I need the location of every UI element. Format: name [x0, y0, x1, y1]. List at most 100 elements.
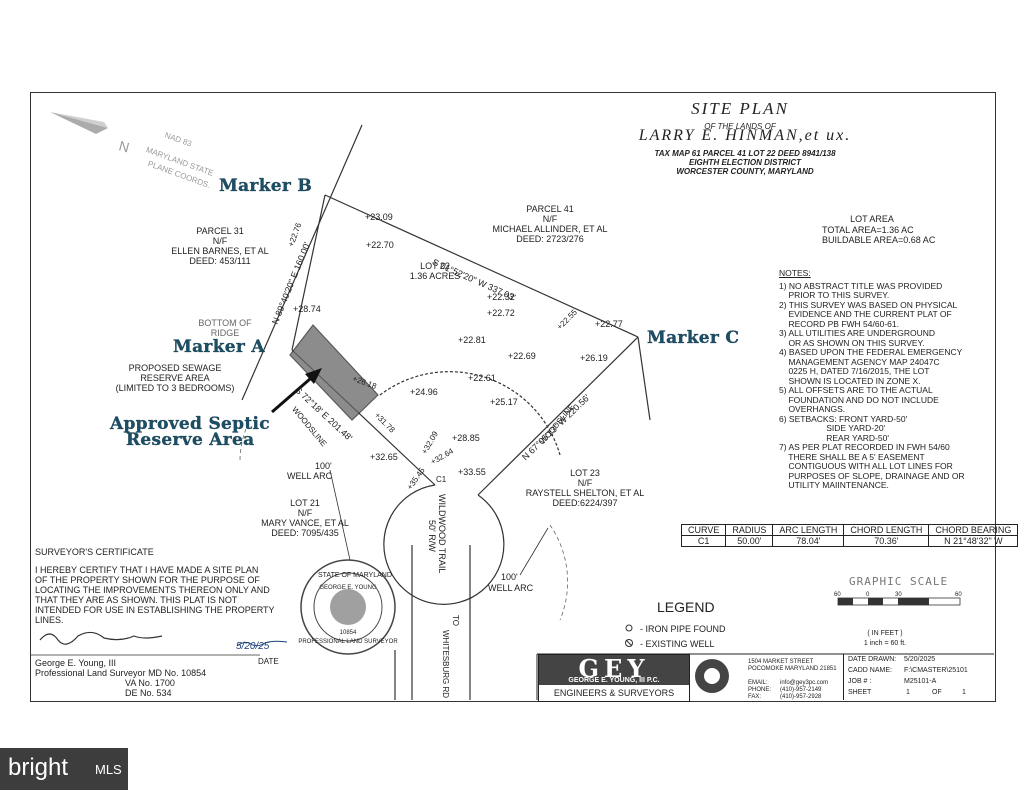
graphic-scale-title: GRAPHIC SCALE [849, 575, 949, 588]
tax-map-line: TAX MAP 61 PARCEL 41 LOT 22 DEED 8941/13… [654, 149, 836, 158]
note-line: SHOWN IS LOCATED IN ZONE X. [779, 375, 921, 386]
legend-well: - EXISTING WELL [640, 639, 715, 649]
elevation: +22.81 [458, 335, 486, 345]
parcel-31-owner: ELLEN BARNES, ET AL [171, 246, 269, 256]
notes-block: NOTES: 1) NO ABSTRACT TITLE WAS PROVIDED… [779, 268, 965, 491]
lot-area-heading: LOT AREA [850, 214, 894, 224]
notes-heading: NOTES: [779, 268, 811, 278]
ridge-label-1: BOTTOM OF [198, 318, 252, 328]
scale-tick: 60 [955, 592, 962, 598]
job-label: JOB # : [848, 678, 872, 685]
note-line: MANAGEMENT AGENCY MAP 24047C [779, 356, 940, 367]
plan-title: SITE PLAN [691, 99, 789, 118]
lot-21-nf: N/F [297, 508, 313, 518]
sewage-label: PROPOSED SEWAGE RESERVE AREA (LIMITED TO… [105, 363, 245, 393]
cul-de-sac-curve [383, 484, 505, 605]
lot-23-deed: DEED:6224/397 [552, 498, 618, 508]
elevation: +23.09 [365, 212, 393, 222]
certificate-line: LOCATING THE IMPROVEMENTS THEREON ONLY A… [35, 585, 270, 595]
seal-bottom-text: PROFESSIONAL LAND SURVEYOR [298, 639, 398, 645]
surveyor-signature [39, 631, 163, 645]
company-emblem-icon [692, 656, 732, 696]
curve-cell: C1 [680, 535, 727, 547]
elevation: +32.65 [370, 452, 398, 462]
seal-number-text: 10854 [339, 630, 357, 636]
note-line: UTILITY MAIINTENANCE. [779, 480, 889, 490]
note-line: OR AS SHOWN ON THIS SURVEY. [779, 337, 925, 348]
well-arc-label-east: WELL ARC [488, 583, 534, 593]
septic-label-1: Approved Septic [110, 414, 270, 434]
curve-header-cell: ARC LENGTH [772, 524, 845, 536]
well-icon [625, 639, 633, 647]
curve-cell: 78.04' [772, 535, 845, 547]
sheet-label: SHEET [848, 689, 872, 696]
sheet-info-block: DATE DRAWN: 5/20/2025 CADD NAME: F:\CMAS… [843, 654, 994, 700]
lot-21-deed: DEED: 7095/435 [271, 528, 339, 538]
certificate-line: THAT THEY ARE AS SHOWN. THIS PLAT IS NOT [35, 595, 238, 605]
certificate-line: I HEREBY CERTIFY THAT I HAVE MADE A SITE… [35, 565, 259, 575]
sewage-label-2: RESERVE AREA [140, 373, 210, 383]
scale-ratio: 1 inch = 60 ft. [863, 640, 907, 647]
graphic-scale-bar [837, 597, 961, 606]
lot-area-buildable: BUILDABLE AREA=0.68 AC [822, 235, 936, 245]
surveyor-title: Professional Land Surveyor MD No. 10854 [35, 668, 207, 678]
company-logo-block: GEY GEORGE E. YOUNG, III P.C. ENGINEERS … [538, 654, 690, 702]
curve-cell: N 21°48'32" W [928, 535, 1019, 547]
to-road-label: TO [451, 615, 460, 626]
note-line: REAR YARD-50' [779, 432, 889, 443]
owner-name: LARRY E. HINMAN,et ux. [638, 127, 852, 144]
curve-header-cell: RADIUS [725, 524, 774, 536]
company-fax: (410)-957-2928 [780, 694, 822, 700]
curve-header-cell: CHORD BEARING [928, 524, 1019, 536]
company-address-1: 1504 MARKET STREET [748, 659, 814, 665]
watermark-badge: bright MLS [0, 748, 128, 790]
parcel-41-owner: MICHAEL ALLINDER, ET AL [492, 224, 608, 234]
parcel-41-nf: N/F [542, 214, 558, 224]
scale-tick: 0 [866, 592, 870, 598]
curve-c1-label: C1 [436, 475, 447, 484]
company-address-2: POCOMOKE MARYLAND 21851 [748, 666, 837, 672]
sewage-label-1: PROPOSED SEWAGE [128, 363, 222, 373]
note-line: OVERHANGS. [779, 404, 846, 414]
whitesburg-road-label: WHITESBURG RD [441, 630, 450, 698]
note-line: RECORD PB FWH 54/60-61. [779, 318, 899, 329]
company-name: GEORGE E. YOUNG, III P.C. [568, 677, 660, 684]
elevation: +24.96 [410, 387, 438, 397]
plan-subtitle: OF THE LANDS OF [704, 122, 776, 131]
elevation: +26.19 [580, 353, 608, 363]
north-boundary-line [324, 194, 639, 338]
legend-iron-pipe: - IRON PIPE FOUND [640, 624, 726, 634]
curve-table-row: C1 50.00' 78.04' 70.36' N 21°48'32" W [680, 535, 1019, 547]
north-arrow-icon: N [50, 112, 131, 156]
certificate-line: LINES. [35, 615, 64, 625]
note-line: 1) NO ABSTRACT TITLE WAS PROVIDED [779, 280, 943, 291]
curve-header-cell: CHORD LENGTH [843, 524, 930, 536]
job-value: M25101-A [904, 678, 937, 685]
elevation: +22.69 [508, 351, 536, 361]
sheet-of-label: OF [932, 689, 942, 696]
company-logo: GEY [539, 655, 689, 685]
company-tagline: ENGINEERS & SURVEYORS [553, 688, 675, 698]
lot-area-total: TOTAL AREA=1.36 AC [822, 225, 914, 235]
scale-tick: 60 [834, 592, 841, 598]
note-line: 6) SETBACKS: FRONT YARD-50' [779, 413, 908, 424]
lot-23-name: LOT 23 [570, 468, 600, 478]
parcel-41-name: PARCEL 41 [526, 204, 574, 214]
seal-top-text: STATE OF MARYLAND [318, 572, 392, 579]
cadd-name-value: F:\CMASTER\25101 [904, 667, 968, 674]
parcel-31-deed: DEED: 453/111 [189, 256, 251, 266]
parcel-41-label: PARCEL 41 N/F MICHAEL ALLINDER, ET AL DE… [490, 204, 610, 244]
parcel-31-nf: N/F [212, 236, 228, 246]
elevation: +22.32 [487, 292, 515, 302]
marker-a-label: Marker A [173, 337, 265, 357]
lot-23-label: LOT 23 N/F RAYSTELL SHELTON, ET AL DEED:… [520, 468, 650, 508]
well-arc-dist-west: 100' [315, 461, 332, 471]
elevation: +25.17 [490, 397, 518, 407]
note-line: 7) AS PER PLAT RECORDED IN FWH 54/60 [779, 442, 950, 452]
county-line: WORCESTER COUNTY, MARYLAND [676, 167, 814, 176]
lot-22-acres: 1.36 ACRES [409, 271, 461, 281]
phone-label: PHONE: [748, 687, 772, 693]
surveyor-va: VA No. 1700 [125, 678, 175, 688]
curve-table-header: CURVE RADIUS ARC LENGTH CHORD LENGTH CHO… [680, 524, 1019, 536]
